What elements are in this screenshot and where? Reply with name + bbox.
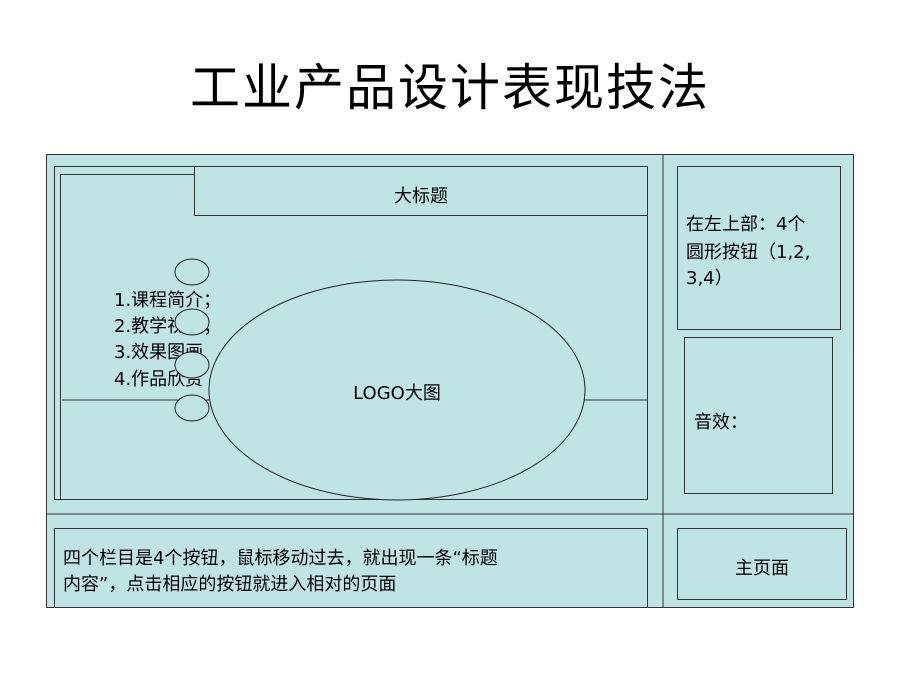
round-button-2: [174, 308, 210, 336]
note-line-2: 圆形按钮（1,2,: [686, 242, 811, 263]
sound-label: 音效：: [694, 412, 748, 433]
page-title: 工业产品设计表现技法: [190, 59, 710, 117]
home-page-label: 主页面: [735, 558, 789, 579]
footer-note-box: [54, 528, 648, 608]
note-line-3: 3,4）: [686, 268, 733, 289]
logo-ellipse: [208, 279, 586, 501]
note-line-1: 在左上部：4个: [686, 214, 806, 235]
header-title-box: [194, 166, 648, 216]
note-box: [677, 166, 841, 330]
home-page-box: [677, 528, 847, 600]
footer-note-line-2: 内容”，点击相应的按钮就进入相对的页面: [63, 574, 397, 595]
round-button-1: [174, 258, 210, 286]
round-button-4: [174, 394, 210, 422]
logo-label: LOGO大图: [353, 383, 441, 404]
footer-note-line-1: 四个栏目是4个按钮，鼠标移动过去，就出现一条“标题: [63, 548, 498, 569]
menu-item-course-intro: 1.课程简介；: [114, 290, 222, 311]
round-button-3: [174, 351, 210, 379]
header-title-label: 大标题: [394, 186, 448, 207]
sound-box: [684, 337, 833, 494]
